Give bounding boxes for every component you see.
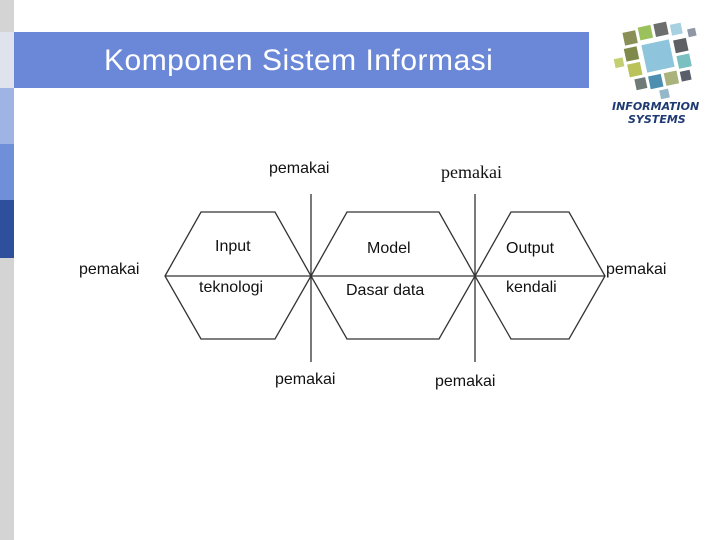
title-bar: [14, 32, 589, 88]
user-label-bottom-left: pemakai: [275, 371, 336, 388]
rail-block: [0, 88, 14, 144]
component-label-technology: teknologi: [199, 279, 264, 296]
user-label-left: pemakai: [79, 261, 140, 278]
user-label-top-right: pemakai: [441, 162, 502, 182]
user-label-bottom-right: pemakai: [435, 373, 496, 390]
component-label-input: Input: [215, 238, 251, 255]
component-label-control: kendali: [506, 279, 557, 296]
rail-block: [0, 200, 14, 258]
user-label-right: pemakai: [606, 261, 667, 278]
component-label-model: Model: [367, 240, 411, 257]
component-label-output: Output: [506, 240, 555, 257]
user-label-top-left: pemakai: [269, 160, 330, 177]
component-label-database: Dasar data: [346, 282, 425, 299]
rail-block: [0, 32, 14, 88]
logo-text-systems: SYSTEMS: [628, 113, 686, 126]
information-systems-logo-icon: [613, 21, 697, 100]
rail-block: [0, 144, 14, 200]
slide-title: Komponen Sistem Informasi: [104, 44, 494, 77]
logo-text-information: INFORMATION: [612, 100, 700, 113]
